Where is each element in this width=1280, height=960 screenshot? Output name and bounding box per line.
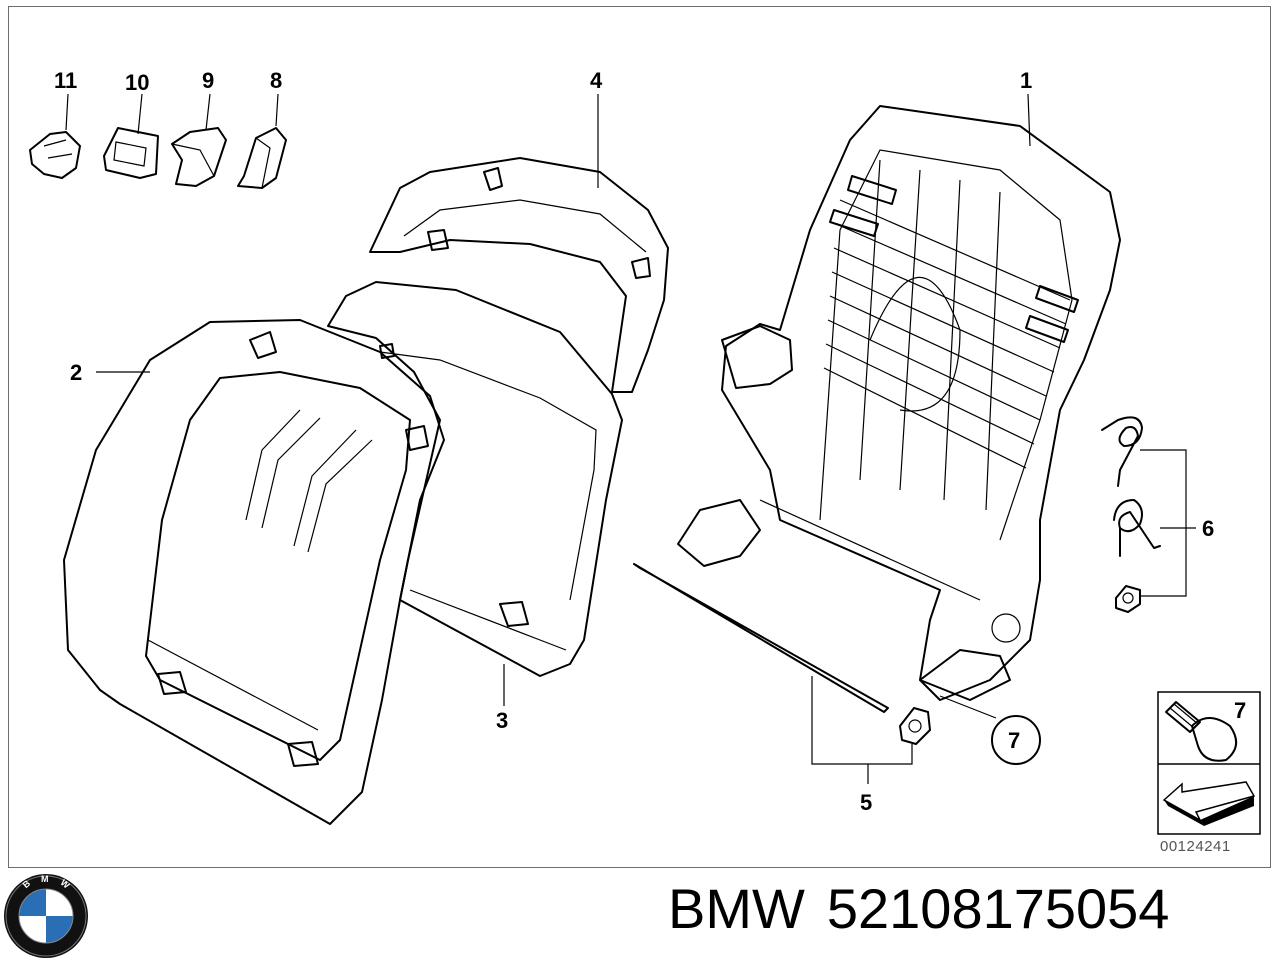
inset-box: 7 [1157,691,1261,835]
callout-2: 2 [70,360,82,385]
part-2-front-cover [63,319,445,825]
svg-text:B: B [21,878,33,890]
part-3-rear-panel [327,281,623,677]
callout-7: 7 [1008,728,1020,753]
bmw-logo-icon: B M W [4,874,88,958]
part-5-rod [633,563,931,745]
part-1-seatback-frame [677,105,1121,701]
callout-1: 1 [1020,68,1032,93]
callout-11: 11 [54,68,77,93]
svg-text:M: M [41,874,49,884]
part-number: 52108175054 [826,877,1170,940]
part-9-clip [171,127,227,187]
drawing-number: 00124241 [1160,838,1231,855]
callout-8: 8 [270,68,282,93]
footer-title: BMW 52108175054 [668,876,1191,941]
part-6-springs [1101,416,1161,613]
inset-callout-7: 7 [1234,698,1246,723]
callout-7-circle [991,715,1041,765]
part-10-clip [103,127,159,179]
callout-9: 9 [202,68,214,93]
direction-arrow-icon [1162,781,1256,826]
part-8-clip [237,127,287,189]
part-11-clip [29,131,81,179]
callout-4: 4 [590,68,603,93]
callout-3: 3 [496,708,508,733]
callout-5: 5 [860,790,872,815]
leader-lines [65,93,1196,784]
callout-6: 6 [1202,516,1214,541]
bolt-icon [1165,701,1237,762]
part-4-upper-panel [369,157,669,393]
callout-10: 10 [125,70,149,95]
brand-name: BMW [668,877,805,940]
diagram-frame [8,6,1271,868]
